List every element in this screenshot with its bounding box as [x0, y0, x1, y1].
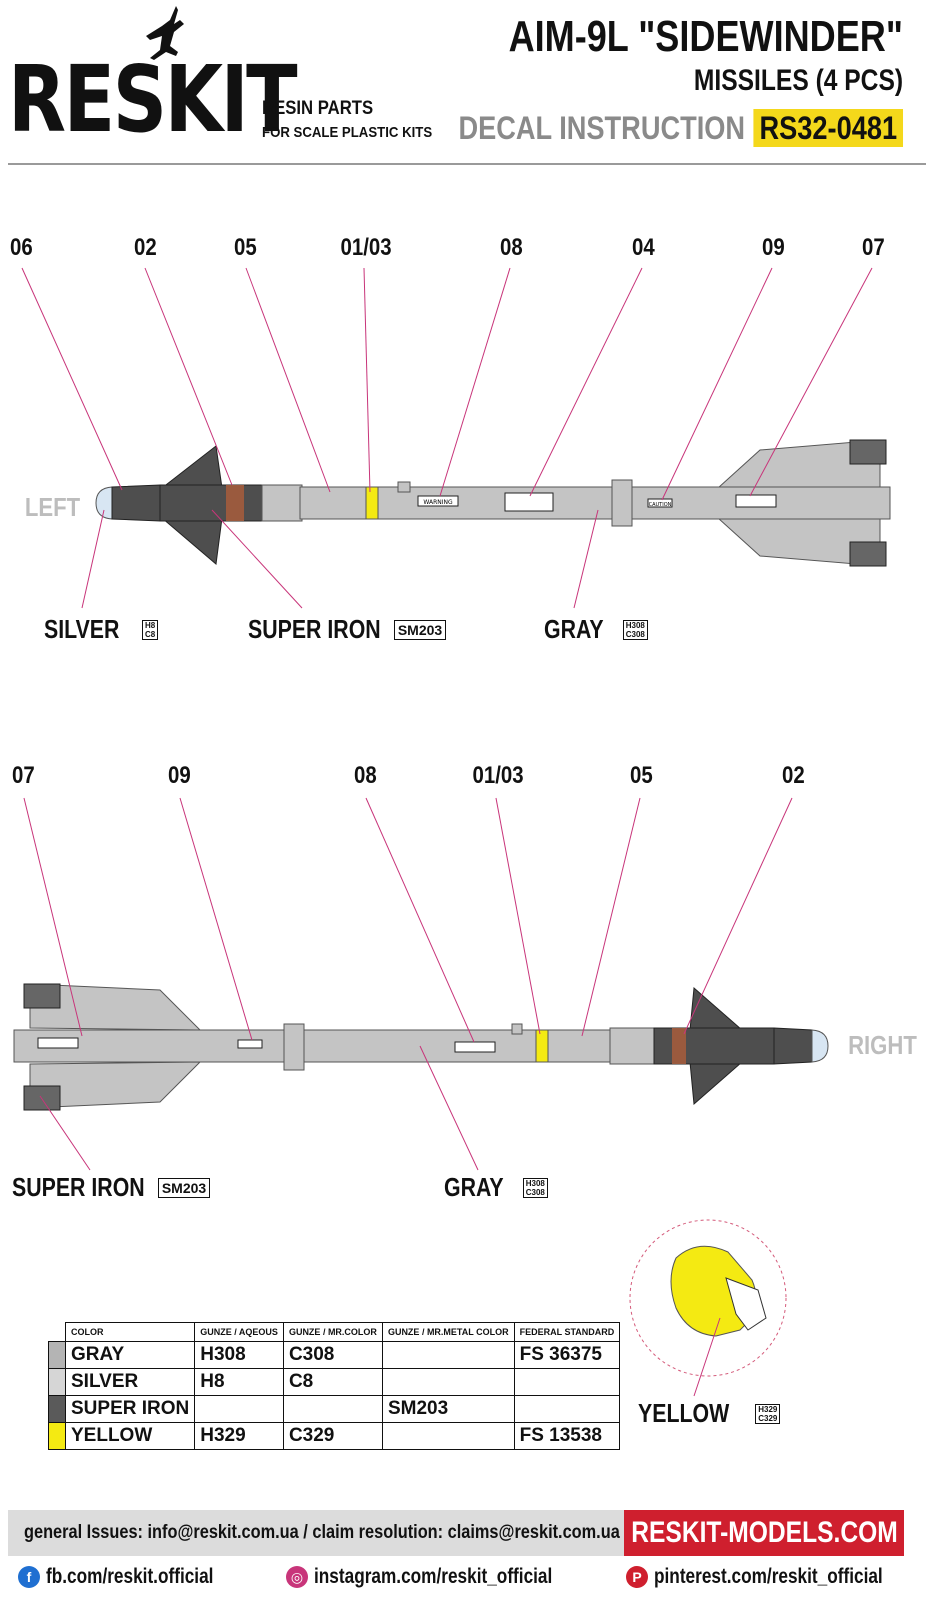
table-header: GUNZE / MR.COLOR [282, 1322, 383, 1342]
table-header: COLOR [64, 1322, 196, 1342]
callout-number: 02 [782, 762, 805, 789]
callout-number: 09 [168, 762, 191, 789]
jet-logo-icon [146, 6, 184, 60]
instagram-icon: ◎ [286, 1566, 308, 1588]
callout-number: 01/03 [340, 234, 392, 261]
color-label-super-iron: SUPER IRON SM203 [248, 614, 447, 645]
product-subtitle: MISSILES (4 PCS) [693, 64, 903, 97]
table-row: SUPER IRON SM203 [48, 1395, 621, 1423]
callout-number: 05 [630, 762, 653, 789]
side-label-left: LEFT [24, 492, 81, 522]
footer-contact-text: general Issues: info@reskit.com.ua / cla… [24, 1522, 620, 1543]
table-header: GUNZE / AQEOUS [194, 1322, 284, 1342]
table-row: YELLOW H329 C329 FS 13538 [48, 1422, 621, 1450]
missile-left-view: WARNING CAUTION [21, 267, 891, 609]
part-number-badge: RS32-0481 [753, 109, 903, 147]
decal-warning-text: WARNING [423, 499, 453, 506]
color-swatch [48, 1341, 66, 1369]
callout-number: 01/03 [472, 762, 524, 789]
callout-number: 02 [134, 234, 157, 261]
instagram-link[interactable]: ◎ instagram.com/reskit_official [286, 1565, 605, 1589]
callout-number: 06 [10, 234, 33, 261]
callout-number: 07 [12, 762, 35, 789]
brand-logo: RESKIT [8, 46, 298, 153]
table-row: SILVER H8 C8 [48, 1368, 621, 1396]
brand-tagline-2: FOR SCALE PLASTIC KITS [262, 124, 433, 141]
paint-code-box: SM203 [157, 1177, 211, 1198]
header-divider [8, 163, 926, 165]
facebook-icon: f [18, 1566, 40, 1588]
callout-number: 04 [632, 234, 655, 261]
callout-number: 08 [500, 234, 523, 261]
decal-instruction-line: DECAL INSTRUCTION RS32-0481 [458, 108, 903, 148]
color-swatch [48, 1395, 66, 1423]
facebook-link[interactable]: f fb.com/reskit.official [18, 1565, 250, 1589]
color-swatch [48, 1368, 66, 1396]
callout-number: 07 [862, 234, 885, 261]
table-row: GRAY H308 C308 FS 36375 [48, 1341, 621, 1369]
footer-contact-bar [8, 1510, 624, 1556]
product-title: AIM-9L "SIDEWINDER" [508, 12, 903, 61]
table-header: GUNZE / MR.METAL COLOR [381, 1322, 515, 1342]
missile-right-view [13, 797, 829, 1171]
decal-caution-text: CAUTION [649, 502, 672, 508]
table-header: FEDERAL STANDARD [513, 1322, 621, 1342]
brand-tagline-1: RESIN PARTS [262, 98, 374, 119]
callout-number: 08 [354, 762, 377, 789]
paint-color-table: COLOR GUNZE / AQEOUS GUNZE / MR.COLOR GU… [48, 1322, 621, 1450]
trademark-mark: ™ [246, 64, 255, 74]
website-link[interactable]: RESKIT-MODELS.COM [624, 1510, 904, 1556]
color-label-super-iron: SUPER IRON SM203 [12, 1172, 211, 1203]
pinterest-link[interactable]: P pinterest.com/reskit_official [626, 1565, 933, 1589]
paint-code-box: SM203 [393, 619, 447, 640]
side-label-right: RIGHT [848, 1030, 917, 1060]
decal-instruction-label: DECAL INSTRUCTION [458, 109, 745, 146]
pinterest-icon: P [626, 1566, 648, 1588]
seeker-detail-illustration [629, 1219, 787, 1397]
callout-number: 09 [762, 234, 785, 261]
callout-number: 05 [234, 234, 257, 261]
color-swatch [48, 1422, 66, 1450]
